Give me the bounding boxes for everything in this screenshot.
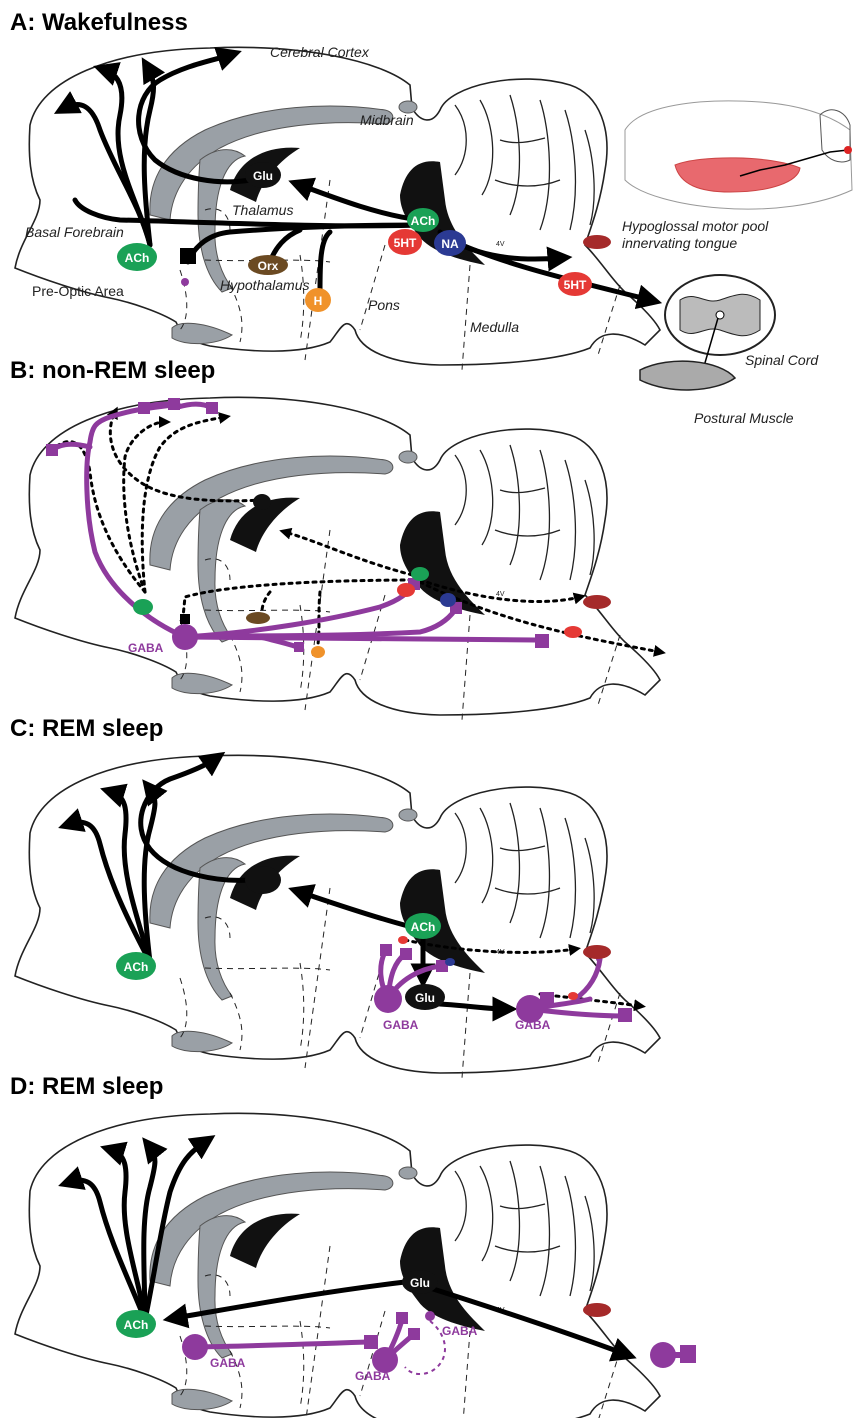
svg-text:5HT: 5HT bbox=[564, 278, 587, 292]
label-gaba-medulla: GABA bbox=[515, 1018, 551, 1032]
svg-text:5HT: 5HT bbox=[394, 236, 417, 250]
panel-d: D: REM sleep GABA GABA GABA ACh Glu bbox=[10, 1073, 696, 1418]
node-orx: Orx bbox=[248, 255, 288, 275]
node-glu-c: Glu bbox=[405, 984, 445, 1010]
svg-text:ACh: ACh bbox=[124, 960, 149, 974]
panel-d-title: D: REM sleep bbox=[10, 1073, 163, 1100]
svg-text:Glu: Glu bbox=[410, 1276, 430, 1290]
svg-text:ACh: ACh bbox=[125, 251, 150, 265]
hypoglossal-nucleus bbox=[583, 235, 611, 249]
svg-text:NA: NA bbox=[441, 237, 459, 251]
node-glu-d: Glu bbox=[402, 1270, 438, 1294]
label-thalamus: Thalamus bbox=[232, 202, 293, 218]
svg-text:ACh: ACh bbox=[411, 920, 436, 934]
node-5ht-pons: 5HT bbox=[388, 229, 422, 255]
gaba-neuron-d-spinal bbox=[650, 1342, 676, 1368]
node-ach-pons-c: ACh bbox=[405, 913, 441, 939]
svg-text:Glu: Glu bbox=[415, 991, 435, 1005]
label-hypoglossal-line2: innervating tongue bbox=[622, 235, 737, 251]
node-ach-basal-forebrain-c: ACh bbox=[116, 952, 156, 980]
label-hypothalamus: Hypothalamus bbox=[220, 277, 310, 293]
label-basal-forebrain: Basal Forebrain bbox=[25, 224, 124, 240]
node-na: NA bbox=[434, 230, 466, 256]
label-cerebral-cortex: Cerebral Cortex bbox=[270, 44, 370, 60]
svg-text:H: H bbox=[314, 294, 323, 308]
spinal-cord-diagram bbox=[640, 275, 775, 390]
label-pons: Pons bbox=[368, 297, 400, 313]
gaba-neuron-preoptic bbox=[172, 624, 198, 650]
label-gaba-pons: GABA bbox=[383, 1018, 419, 1032]
label-gaba-d-forebrain: GABA bbox=[210, 1356, 246, 1370]
label-midbrain: Midbrain bbox=[360, 112, 414, 128]
panel-b-title: B: non-REM sleep bbox=[10, 357, 215, 384]
label-gaba-d-local: GABA bbox=[442, 1324, 478, 1338]
label-spinal-cord: Spinal Cord bbox=[745, 352, 819, 368]
label-preoptic-area: Pre-Optic Area bbox=[32, 283, 124, 299]
node-ach-pons: ACh bbox=[407, 208, 439, 232]
label-hypoglossal-line1: Hypoglossal motor pool bbox=[622, 218, 769, 234]
inset-brain-schematic bbox=[625, 101, 852, 209]
label-gaba-d-pons: GABA bbox=[355, 1369, 391, 1383]
preoptic-dot bbox=[181, 278, 189, 286]
label-postural-muscle: Postural Muscle bbox=[694, 410, 794, 426]
label-gaba-preoptic: GABA bbox=[128, 641, 164, 655]
gaba-neuron-pons bbox=[374, 985, 402, 1013]
node-ach-basal-forebrain-d: ACh bbox=[116, 1310, 156, 1338]
panel-b: B: non-REM sleep GABA bbox=[10, 357, 660, 720]
gaba-neuron-d-forebrain bbox=[182, 1334, 208, 1360]
node-5ht-medulla: 5HT bbox=[558, 272, 592, 296]
panel-c-title: C: REM sleep bbox=[10, 715, 163, 742]
svg-text:Orx: Orx bbox=[258, 259, 279, 273]
svg-text:ACh: ACh bbox=[124, 1318, 149, 1332]
label-medulla: Medulla bbox=[470, 319, 519, 335]
node-glu-thalamus: Glu bbox=[245, 162, 281, 188]
svg-text:ACh: ACh bbox=[411, 214, 436, 228]
panel-a-title: A: Wakefulness bbox=[10, 9, 188, 36]
panel-c: C: REM sleep GABA GABA ACh bbox=[10, 715, 660, 1078]
svg-text:Glu: Glu bbox=[253, 169, 273, 183]
node-ach-basal-forebrain: ACh bbox=[117, 243, 157, 271]
